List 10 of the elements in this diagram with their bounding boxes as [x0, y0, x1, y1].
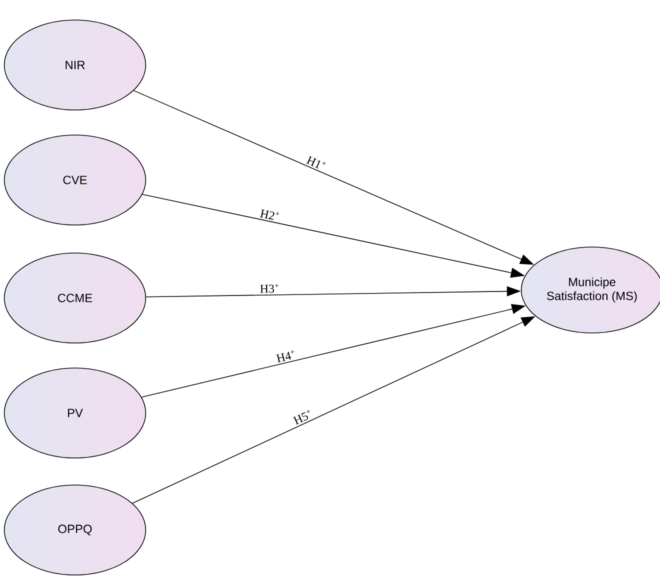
edge-label: H3$^{+}$ [260, 284, 279, 293]
ellipse-node: OPPQ [4, 484, 146, 576]
edge-label: H5$^{+}$ [292, 410, 310, 425]
edge-label: H4$^{+}$ [276, 350, 294, 362]
ellipse-node: NIR [4, 20, 146, 110]
edge-label: H2$^{+}$ [260, 209, 280, 220]
ellipse-node: CCME [4, 252, 146, 344]
ellipse-node: CVE [4, 134, 146, 226]
ellipse-node: PV [4, 368, 146, 458]
edge-label: H1$^{+}$ [306, 156, 326, 169]
